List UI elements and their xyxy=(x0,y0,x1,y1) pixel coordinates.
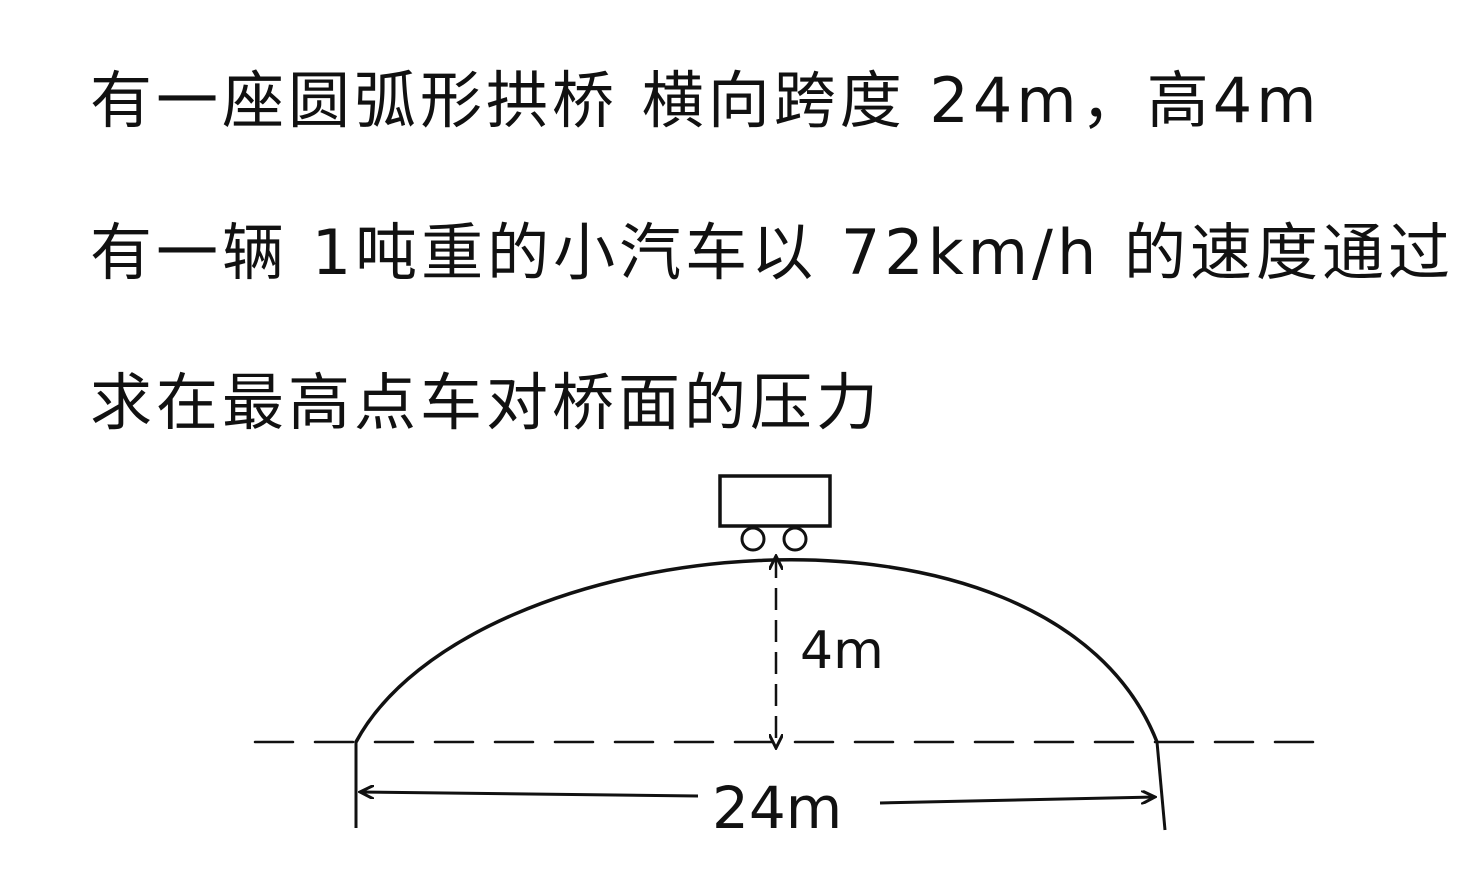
span-label: 24m xyxy=(712,774,842,842)
car-wheel-right xyxy=(782,526,808,552)
span-arrow-left xyxy=(360,792,699,796)
car xyxy=(718,474,832,552)
problem-line-3: 求在最高点车对桥面的压力 xyxy=(90,366,883,439)
problem-line-2: 有一辆 1吨重的小汽车以 72km/h 的速度通过 xyxy=(90,216,1454,289)
car-wheel-left xyxy=(740,526,766,552)
problem-line-1: 有一座圆弧形拱桥 横向跨度 24m，高4m xyxy=(90,64,1321,137)
arch-bridge xyxy=(354,558,1159,744)
car-body xyxy=(718,474,832,528)
right-span-tick xyxy=(1155,741,1167,831)
height-label: 4m xyxy=(800,621,884,681)
span-arrow-right xyxy=(879,797,1155,805)
